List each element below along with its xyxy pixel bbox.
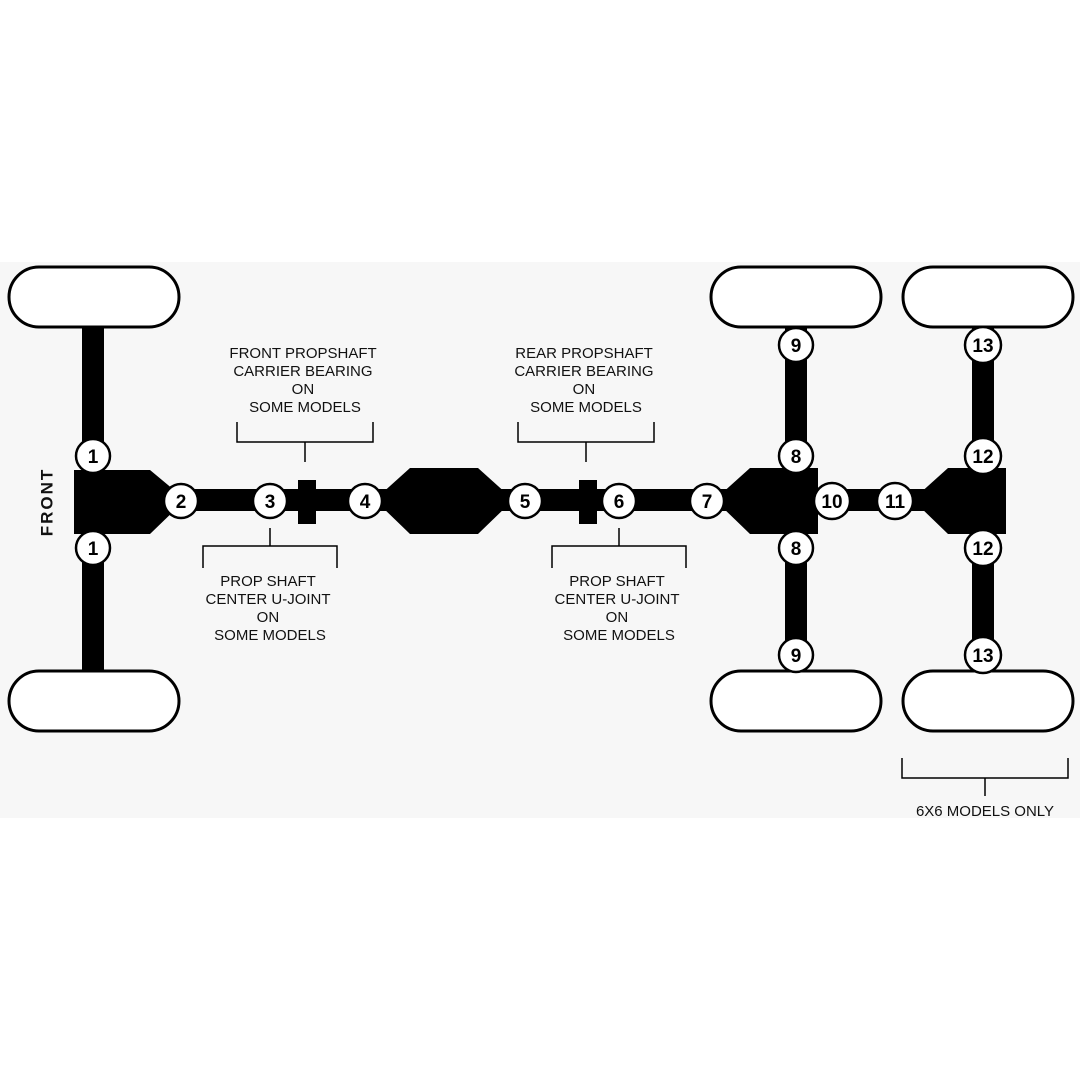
svg-text:9: 9 <box>791 646 802 667</box>
point-11: 11 <box>875 481 915 521</box>
point-5: 5 <box>506 482 544 520</box>
point-12-third-left: 12 <box>963 436 1003 476</box>
front-side-label: FRONT <box>37 468 56 537</box>
point-8-rear-left: 8 <box>777 437 815 475</box>
diagram-background <box>0 262 1080 818</box>
rear-ujoint-bracket <box>551 528 687 568</box>
front-ujoint-bracket <box>202 528 338 568</box>
svg-text:2: 2 <box>176 492 187 513</box>
svg-text:13: 13 <box>972 336 993 357</box>
rear-differential <box>720 468 818 534</box>
svg-text:13: 13 <box>972 646 993 667</box>
point-12-third-right: 12 <box>963 528 1003 568</box>
rear-left-tire <box>709 265 883 329</box>
svg-text:11: 11 <box>885 492 906 513</box>
transfer-case <box>380 468 508 534</box>
point-7: 7 <box>688 482 726 520</box>
svg-text:10: 10 <box>821 492 842 513</box>
point-10: 10 <box>812 481 852 521</box>
front-carrier-bracket <box>236 422 374 462</box>
point-9-rear-left: 9 <box>777 326 815 364</box>
front-differential <box>74 470 180 534</box>
point-9-rear-right: 9 <box>777 636 815 674</box>
front-left-tire <box>7 265 181 329</box>
point-1-front-left: 1 <box>74 437 112 475</box>
rear-carrier-bracket <box>517 422 655 462</box>
point-2: 2 <box>162 482 200 520</box>
point-13-third-left: 13 <box>963 325 1003 365</box>
front-left-axle-shaft <box>82 327 104 470</box>
svg-text:12: 12 <box>972 539 993 560</box>
front-ujoint-label: PROP SHAFT CENTER U-JOINT ON SOME MODELS <box>206 573 335 644</box>
svg-text:8: 8 <box>791 447 802 468</box>
rear-right-tire <box>709 669 883 733</box>
front-carrier-label: FRONT PROPSHAFT CARRIER BEARING ON SOME … <box>229 345 380 416</box>
svg-text:3: 3 <box>265 492 276 513</box>
svg-text:1: 1 <box>88 539 99 560</box>
svg-text:4: 4 <box>360 492 371 513</box>
svg-text:9: 9 <box>791 336 802 357</box>
point-6: 6 <box>600 482 638 520</box>
svg-text:12: 12 <box>972 447 993 468</box>
third-axle-left-tire <box>901 265 1075 329</box>
svg-text:8: 8 <box>791 539 802 560</box>
six-by-six-label: 6X6 MODELS ONLY <box>916 803 1054 820</box>
svg-text:1: 1 <box>88 447 99 468</box>
rear-carrier-bearing-bar <box>568 491 608 511</box>
svg-text:7: 7 <box>702 492 713 513</box>
svg-text:5: 5 <box>520 492 531 513</box>
point-1-front-right: 1 <box>74 529 112 567</box>
front-carrier-bearing-bar <box>287 491 327 511</box>
rear-ujoint-label: PROP SHAFT CENTER U-JOINT ON SOME MODELS <box>555 573 684 644</box>
rear-carrier-label: REAR PROPSHAFT CARRIER BEARING ON SOME M… <box>514 345 657 416</box>
point-4: 4 <box>346 482 384 520</box>
six-by-six-bracket <box>901 758 1069 796</box>
point-8-rear-right: 8 <box>777 529 815 567</box>
third-axle-right-tire <box>901 669 1075 733</box>
third-axle-differential <box>918 468 1006 534</box>
front-right-tire <box>7 669 181 733</box>
svg-text:6: 6 <box>614 492 625 513</box>
point-13-third-right: 13 <box>963 635 1003 675</box>
point-3: 3 <box>251 482 289 520</box>
rear-left-axle-shaft <box>785 327 807 470</box>
